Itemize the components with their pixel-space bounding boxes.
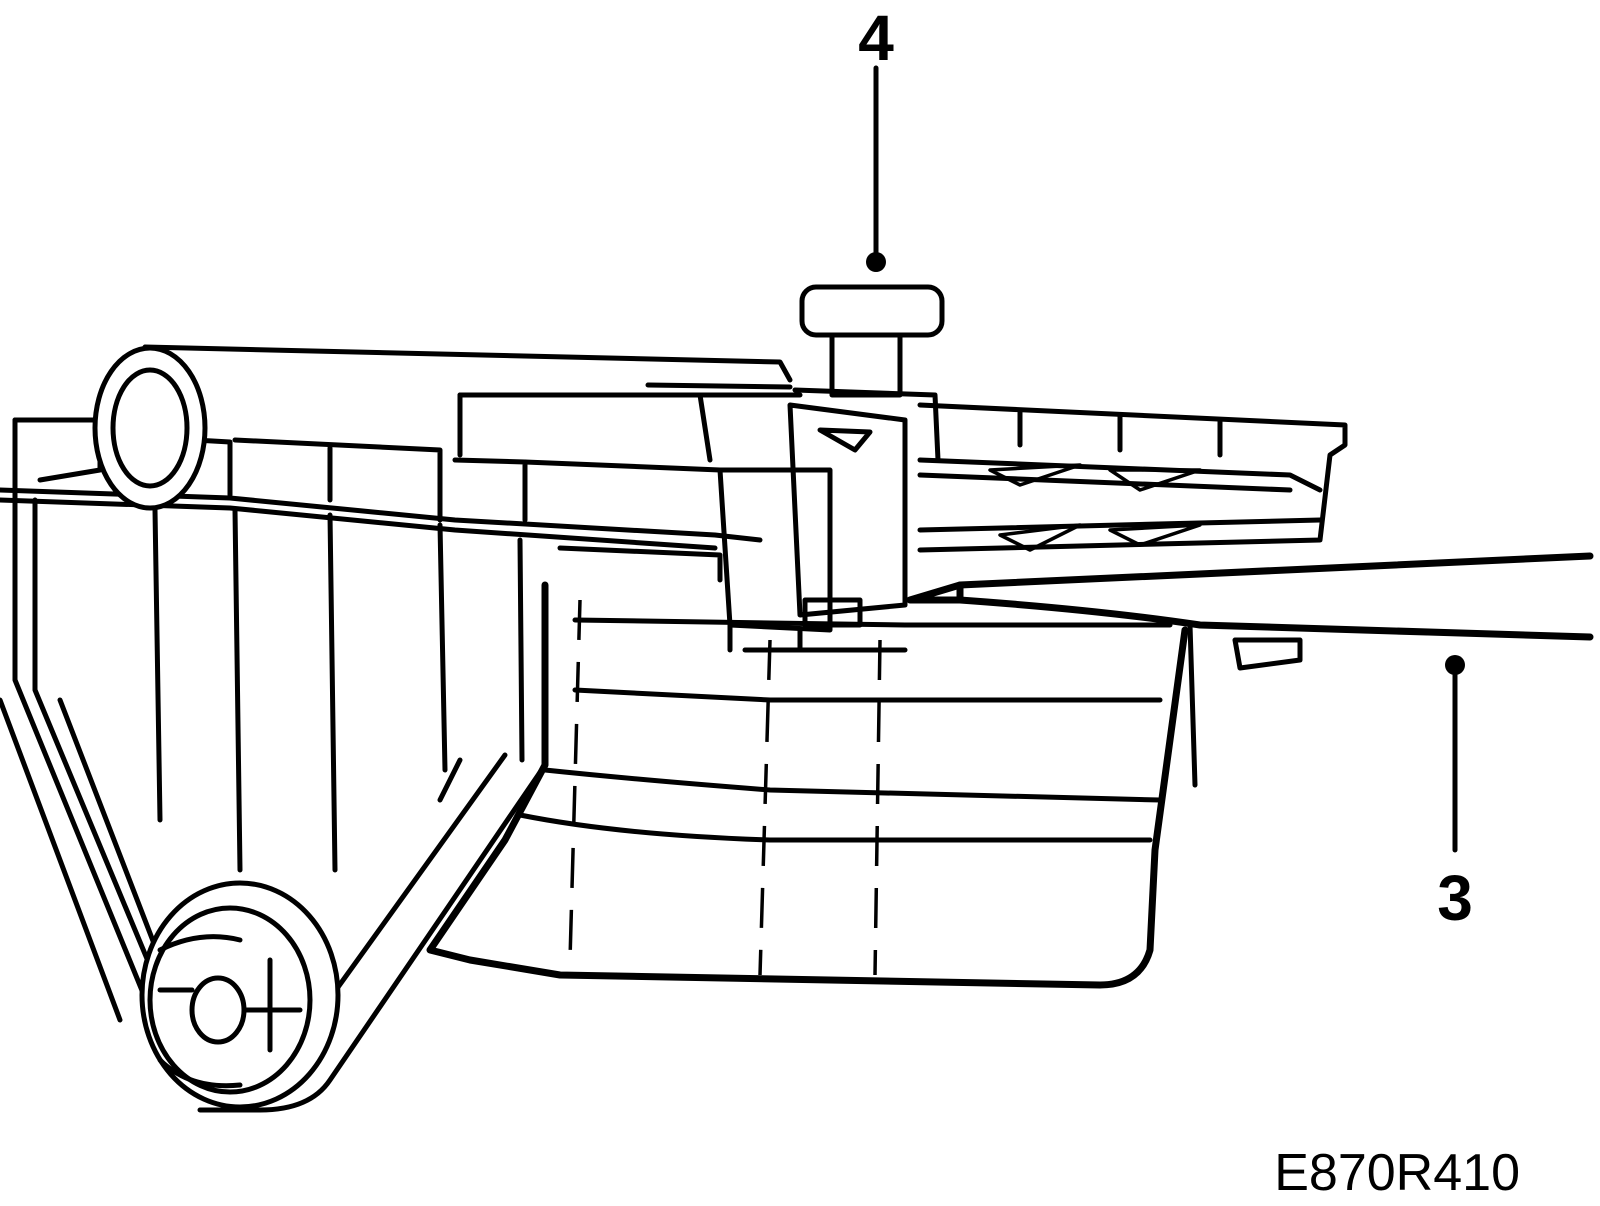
oil-pan-frame bbox=[0, 344, 1348, 1113]
drain-plug bbox=[557, 284, 945, 653]
callout-3-dot bbox=[1445, 655, 1465, 675]
pulley-wheel bbox=[139, 880, 341, 1110]
callout-4: 4 bbox=[858, 2, 894, 272]
callout-4-label: 4 bbox=[858, 2, 894, 74]
dipstick-blade bbox=[906, 552, 1594, 641]
tube-boss bbox=[92, 345, 208, 511]
callout-4-dot bbox=[866, 252, 886, 272]
reference-code: E870R410 bbox=[1274, 1144, 1520, 1202]
callout-3-label: 3 bbox=[1437, 862, 1473, 934]
oil-pan-sump bbox=[426, 581, 1303, 989]
callout-3: 3 bbox=[1437, 655, 1473, 934]
